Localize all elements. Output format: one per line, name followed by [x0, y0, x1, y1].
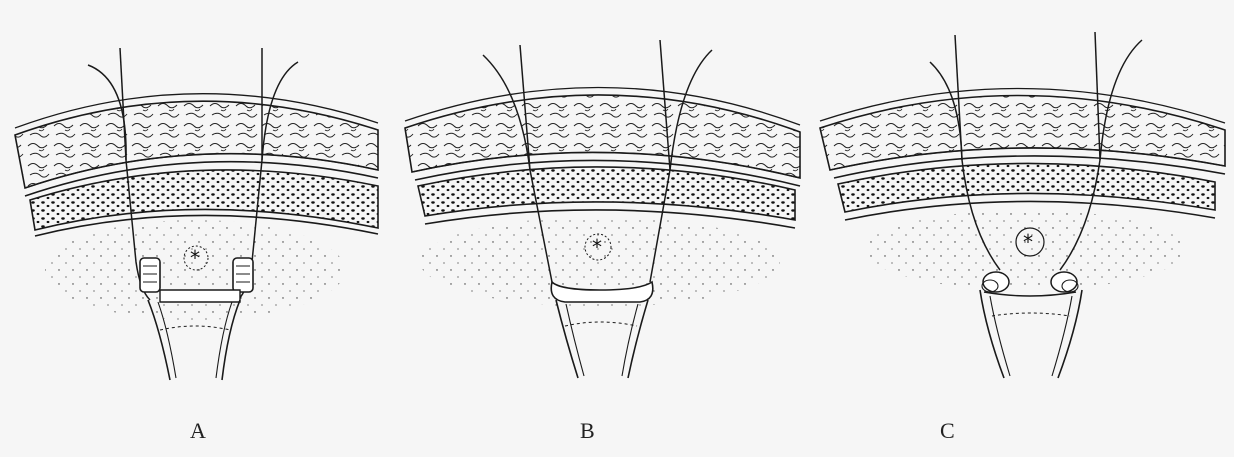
- panel-a-right-knot: [233, 258, 253, 292]
- panel-b-bone-layer: [418, 167, 795, 220]
- panel-a-left-knot: [140, 258, 160, 292]
- panel-c-tube: [980, 290, 1082, 378]
- panel-b-tube: [556, 300, 648, 378]
- panel-c-upper-layer: [820, 95, 1225, 170]
- panel-b-label: B: [580, 418, 595, 444]
- panel-c-bone-layer: [838, 163, 1215, 212]
- panel-b: *: [405, 40, 800, 378]
- panel-c-label: C: [940, 418, 955, 444]
- svg-text:*: *: [190, 246, 200, 270]
- panel-c: *: [820, 32, 1225, 378]
- svg-text:*: *: [592, 235, 602, 259]
- panel-a-label: A: [190, 418, 206, 444]
- svg-text:*: *: [1023, 230, 1033, 254]
- panel-a: *: [15, 48, 378, 380]
